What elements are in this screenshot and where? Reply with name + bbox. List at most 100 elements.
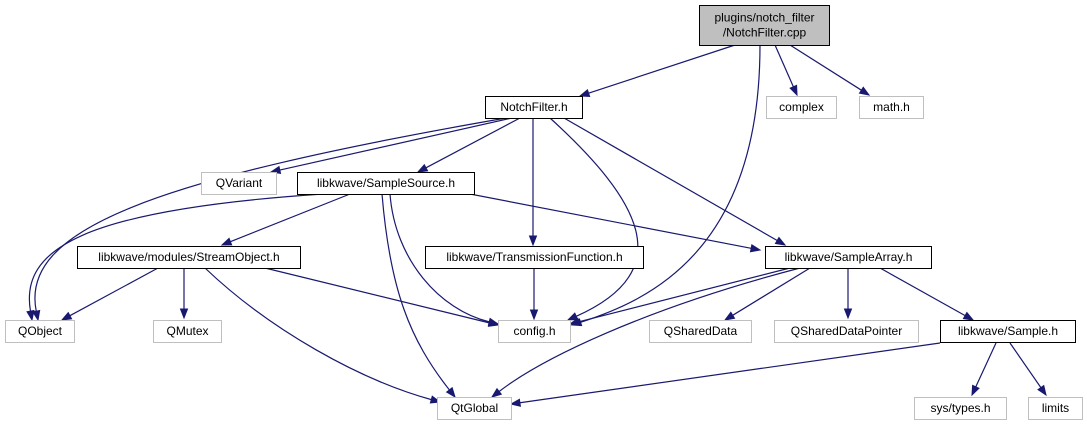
node-qshareddata: QSharedData (649, 320, 752, 343)
edge-arrowhead (843, 308, 853, 320)
edge-line (732, 267, 811, 316)
node-transmissionfunction-h[interactable]: libkwave/TransmissionFunction.h (425, 246, 644, 269)
edge-samplesource_h-to-qtglobal (381, 193, 456, 399)
node-limits: limits (1028, 397, 1083, 420)
edge-line (975, 342, 997, 388)
node-box (914, 397, 1007, 420)
node-box (940, 320, 1076, 343)
edge-line (28, 193, 324, 312)
node-config-h: config.h (498, 320, 571, 343)
node-label: libkwave/TransmissionFunction.h (446, 250, 622, 264)
node-label: plugins/notch_filter (714, 11, 814, 25)
node-label: QSharedDataPointer (791, 324, 902, 338)
node-math-h: math.h (859, 96, 924, 119)
node-sample-h[interactable]: libkwave/Sample.h (940, 320, 1076, 343)
node-box (485, 96, 583, 119)
edge-line (549, 117, 639, 317)
node-box (649, 320, 752, 343)
node-label: QVariant (216, 176, 263, 190)
edge-line (879, 267, 966, 317)
node-samplearray-h[interactable]: libkwave/SampleArray.h (765, 246, 932, 269)
edge-arrowhead (962, 311, 975, 321)
edge-line (425, 117, 521, 169)
node-label: NotchFilter.h (500, 100, 567, 114)
edge-notchfilter_h-to-config_h (549, 117, 639, 321)
edge-arrowhead (179, 308, 189, 320)
node-label: QtGlobal (451, 401, 498, 415)
edge-line (264, 267, 490, 324)
edge-line (69, 267, 159, 317)
node-label: math.h (873, 100, 910, 114)
edge-root-to-notchfilter_h (578, 44, 736, 98)
node-label: /NotchFilter.cpp (723, 26, 807, 40)
node-root: plugins/notch_filter/NotchFilter.cpp (699, 5, 830, 46)
edge-line (204, 267, 432, 401)
edge-line (774, 44, 794, 88)
node-box (437, 397, 512, 420)
edge-line (498, 267, 801, 392)
node-box (765, 246, 932, 269)
edge-arrowhead (858, 86, 871, 96)
edge-line (1009, 342, 1042, 388)
node-box (5, 320, 75, 343)
node-box (699, 5, 830, 46)
edge-notchfilter_h-to-qobject (31, 117, 507, 322)
edge-streamobject_h-to-config_h (264, 267, 500, 327)
edge-arrowhead (220, 237, 233, 246)
nodes-layer: plugins/notch_filter/NotchFilter.cppNotc… (5, 5, 1083, 420)
edge-line (279, 117, 513, 171)
node-sys-types-h: sys/types.h (914, 397, 1007, 420)
edge-arrowhead (528, 235, 538, 247)
node-label: libkwave/Sample.h (958, 324, 1058, 338)
edge-arrowhead (416, 163, 429, 173)
node-qmutex: QMutex (153, 320, 222, 343)
node-qshareddatapointer: QSharedDataPointer (774, 320, 919, 343)
edge-arrowhead (1037, 384, 1047, 397)
edge-streamobject_h-to-qtglobal (204, 267, 442, 404)
node-box (297, 172, 475, 195)
node-label: QMutex (166, 324, 208, 338)
node-qobject: QObject (5, 320, 75, 343)
edge-root-to-complex (774, 44, 798, 97)
edge-sample_h-to-qtglobal (509, 342, 941, 407)
edge-samplearray_h-to-config_h (568, 267, 791, 326)
node-samplesource-h[interactable]: libkwave/SampleSource.h (297, 172, 475, 195)
edge-arrowhead (789, 84, 798, 97)
node-box (766, 96, 837, 119)
node-label: config.h (513, 324, 555, 338)
node-box (77, 246, 301, 269)
edge-root-to-config_h (570, 44, 761, 327)
edge-line (469, 193, 752, 249)
edge-samplearray_h-to-sample_h (879, 267, 975, 321)
node-label: QSharedData (664, 324, 738, 338)
node-streamobject-h[interactable]: libkwave/modules/StreamObject.h (77, 246, 301, 269)
node-notchfilter-h[interactable]: NotchFilter.h (485, 96, 583, 119)
edge-line (578, 267, 791, 323)
edge-arrowhead (490, 387, 503, 398)
edge-line (34, 117, 507, 312)
edge-line (580, 44, 761, 323)
edge-transmissionfunction_h-to-config_h (529, 268, 539, 321)
edge-arrowhead (568, 317, 581, 326)
edge-arrowhead (971, 384, 980, 397)
edges-layer (26, 44, 1047, 407)
node-label: limits (1042, 401, 1069, 415)
node-label: libkwave/modules/StreamObject.h (98, 250, 279, 264)
edge-samplearray_h-to-qshareddatapointer (843, 268, 853, 320)
edge-arrowhead (774, 236, 787, 246)
edge-samplearray_h-to-qshareddata (723, 267, 811, 321)
node-box (1028, 397, 1083, 420)
edge-line (789, 44, 862, 91)
node-qtglobal: QtGlobal (437, 397, 512, 420)
node-label: libkwave/SampleSource.h (317, 176, 455, 190)
edge-arrowhead (31, 309, 41, 322)
edge-streamobject_h-to-qobject (60, 267, 159, 321)
node-box (153, 320, 222, 343)
edge-line (563, 117, 778, 242)
edge-line (519, 342, 941, 404)
edge-notchfilter_h-to-samplearray_h (563, 117, 787, 246)
node-qvariant: QVariant (201, 172, 277, 195)
node-complex: complex (766, 96, 837, 119)
edge-line (389, 193, 490, 323)
